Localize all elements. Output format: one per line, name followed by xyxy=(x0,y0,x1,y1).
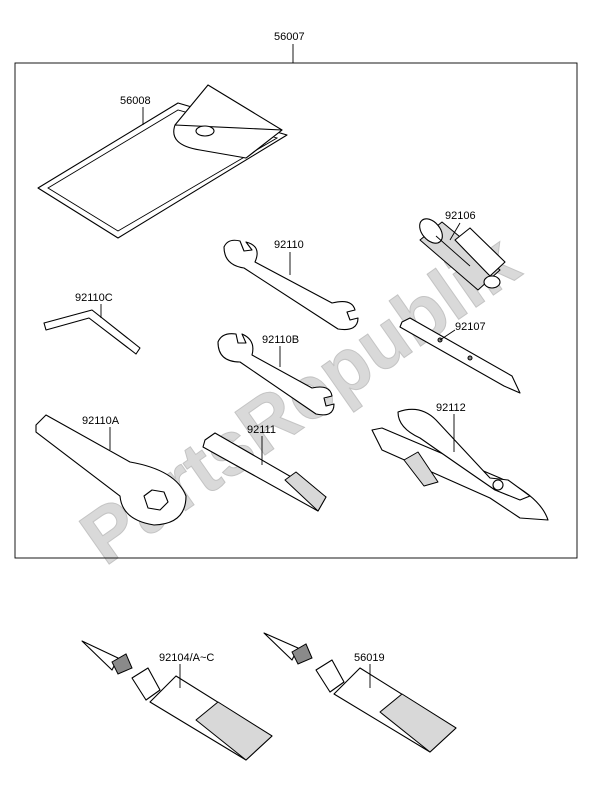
open-wrench xyxy=(223,239,359,331)
grease-tube-2 xyxy=(263,632,457,753)
handle-bar xyxy=(202,432,327,512)
tool-pouch xyxy=(37,84,288,239)
grease-tube-2-label[interactable]: 56019 xyxy=(354,652,385,664)
hex-key xyxy=(43,309,141,355)
ring-wrench-label[interactable]: 92110A xyxy=(82,415,120,427)
hex-key-label[interactable]: 92110C xyxy=(75,292,113,304)
open-wrench-b xyxy=(217,333,335,416)
screwdriver-label[interactable]: 92107 xyxy=(455,321,486,333)
grease-tube-label[interactable]: 92104/A~C xyxy=(159,652,214,664)
spark-plug-wrench-leader xyxy=(449,222,461,241)
grease-tube xyxy=(81,640,273,761)
handle-label[interactable]: 92111 xyxy=(247,424,276,436)
ring-wrench xyxy=(35,414,187,526)
open-wrench-label[interactable]: 92110 xyxy=(274,239,304,251)
spark-plug-wrench xyxy=(419,218,506,291)
pliers-label[interactable]: 92112 xyxy=(436,402,466,414)
open-wrench-b-label[interactable]: 92110B xyxy=(262,334,299,346)
assembly-label[interactable]: 56007 xyxy=(274,31,305,43)
pliers xyxy=(371,408,549,521)
screwdriver-leader xyxy=(439,329,456,341)
assembly-frame xyxy=(14,62,578,559)
spark-plug-wrench-label[interactable]: 92106 xyxy=(445,210,476,222)
pouch-label[interactable]: 56008 xyxy=(120,95,151,107)
